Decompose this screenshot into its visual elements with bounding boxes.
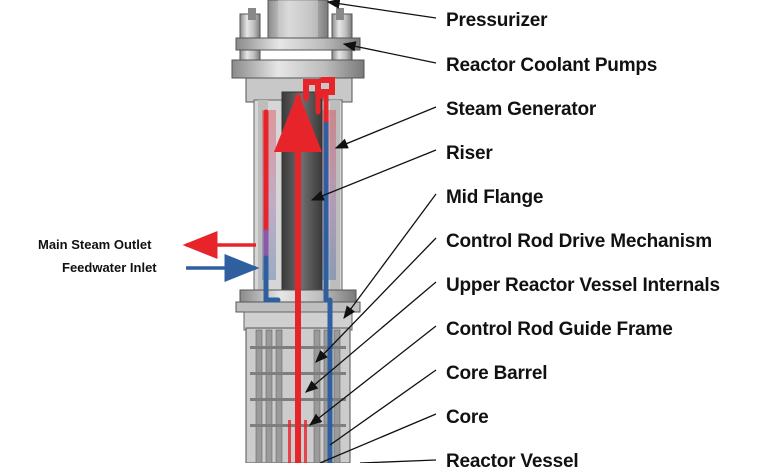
hot-leg-flow: [274, 77, 335, 463]
leader-lines: [305, 0, 437, 463]
reactor-diagram: [182, 0, 437, 463]
leader-control-rod-drive-mechanism: [315, 237, 437, 363]
label-upper-reactor-vessel-internals: Upper Reactor Vessel Internals: [446, 275, 720, 296]
label-control-rod-drive-mechanism: Control Rod Drive Mechanism: [446, 231, 712, 252]
label-reactor-coolant-pumps: Reactor Coolant Pumps: [446, 55, 658, 76]
leader-steam-generator: [334, 106, 437, 149]
riser-shape: [281, 91, 323, 323]
leader-upper-reactor-vessel-internals: [305, 281, 437, 393]
downcomer-flow: [315, 93, 333, 463]
label-pressurizer: Pressurizer: [446, 10, 548, 31]
left-coolant-loop: [263, 109, 281, 303]
leader-mid-flange: [343, 193, 437, 320]
leader-pressurizer: [326, 0, 437, 19]
label-steam-generator: Steam Generator: [446, 99, 597, 120]
leader-core: [319, 413, 437, 463]
label-main-steam-outlet: Main Steam Outlet: [38, 237, 152, 252]
leader-riser: [310, 149, 437, 201]
label-reactor-vessel: Reactor Vessel: [446, 451, 579, 472]
label-mid-flange: Mid Flange: [446, 187, 544, 208]
leader-reactor-coolant-pumps: [342, 41, 437, 64]
label-core-barrel: Core Barrel: [446, 363, 548, 384]
label-riser: Riser: [446, 143, 493, 164]
label-control-rod-guide-frame: Control Rod Guide Frame: [446, 319, 673, 340]
label-core: Core: [446, 407, 489, 428]
label-feedwater-inlet: Feedwater Inlet: [62, 260, 157, 275]
leader-control-rod-guide-frame: [308, 325, 437, 426]
pressurizer-shape: [267, 0, 329, 39]
leader-core-barrel: [329, 369, 437, 446]
